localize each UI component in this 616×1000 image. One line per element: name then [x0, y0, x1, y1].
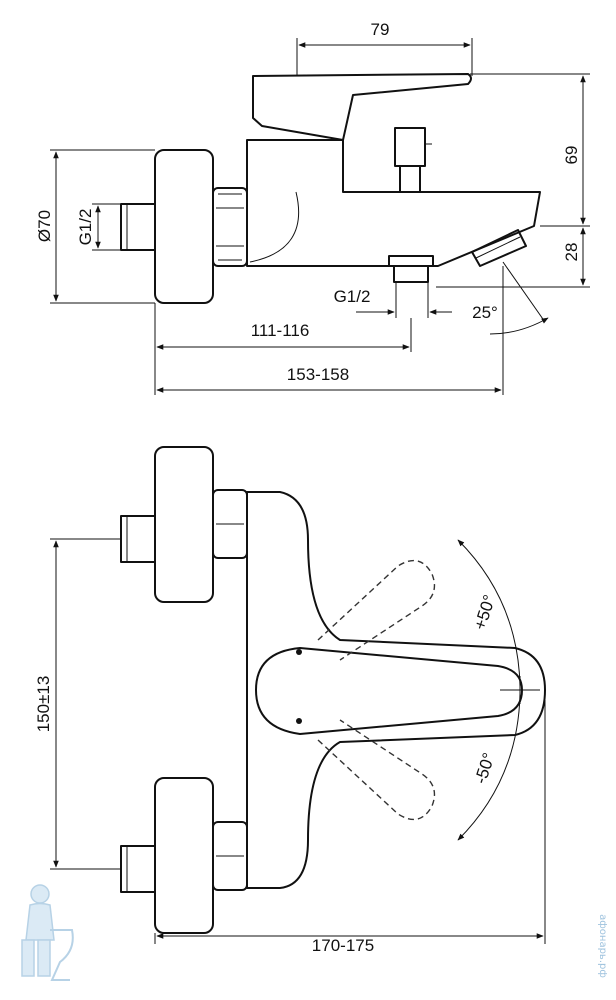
dim-angle-minus-50-label: -50° — [471, 750, 499, 786]
plumber-mascot-icon — [21, 884, 74, 981]
dim-inlet-thread: G1/2 — [76, 203, 121, 251]
side-wall-flange — [154, 149, 214, 304]
dim-69-label: 69 — [562, 146, 581, 165]
dim-111-116-label: 111-116 — [251, 321, 310, 340]
dim-diameter-70-label: Ø70 — [35, 210, 54, 242]
side-view: 79 69 28 Ø70 G1/2 — [35, 20, 590, 395]
dim-angle-rotation: +50° -50° — [457, 539, 540, 841]
dim-170-175: 170-175 — [154, 700, 546, 955]
dim-angle-plus-50-label: +50° — [470, 592, 499, 632]
dim-150-label: 150±13 — [34, 676, 53, 733]
dim-inlet-thread-label: G1/2 — [76, 209, 95, 246]
side-hex-nut — [212, 187, 248, 267]
dim-69: 69 — [470, 73, 590, 227]
dim-outlet-thread: G1/2 — [334, 282, 452, 318]
side-inlet-nipple — [120, 203, 156, 251]
dim-28-label: 28 — [562, 243, 581, 262]
dim-153-158: 153-158 — [156, 266, 504, 395]
top-lever-minus50-position — [317, 719, 436, 821]
top-lower-connection — [120, 777, 248, 934]
watermark-text: афонарь.рф — [597, 914, 608, 978]
dim-79: 79 — [296, 20, 473, 76]
top-mixer-body — [246, 491, 546, 889]
top-view: +50° -50° 150±13 170-175 — [34, 446, 546, 955]
dim-79-label: 79 — [371, 20, 390, 39]
dim-angle-25: 25° — [472, 261, 549, 335]
dim-28: 28 — [436, 227, 590, 288]
top-lever-handle — [255, 647, 523, 735]
side-shower-outlet — [388, 255, 434, 283]
top-lever-plus50-position — [317, 559, 436, 661]
dim-150: 150±13 — [34, 538, 121, 870]
dim-153-158-label: 153-158 — [287, 365, 349, 384]
dim-170-175-label: 170-175 — [312, 936, 374, 955]
side-spout-outlet — [471, 229, 527, 267]
side-diverter-knob — [394, 127, 432, 193]
dim-angle-25-label: 25° — [472, 303, 498, 322]
dim-111-116: 111-116 — [154, 303, 412, 395]
dim-diameter-70: Ø70 — [35, 149, 155, 304]
top-upper-connection — [120, 446, 248, 603]
side-mixer-body — [246, 139, 541, 267]
dim-outlet-thread-label: G1/2 — [334, 287, 371, 306]
